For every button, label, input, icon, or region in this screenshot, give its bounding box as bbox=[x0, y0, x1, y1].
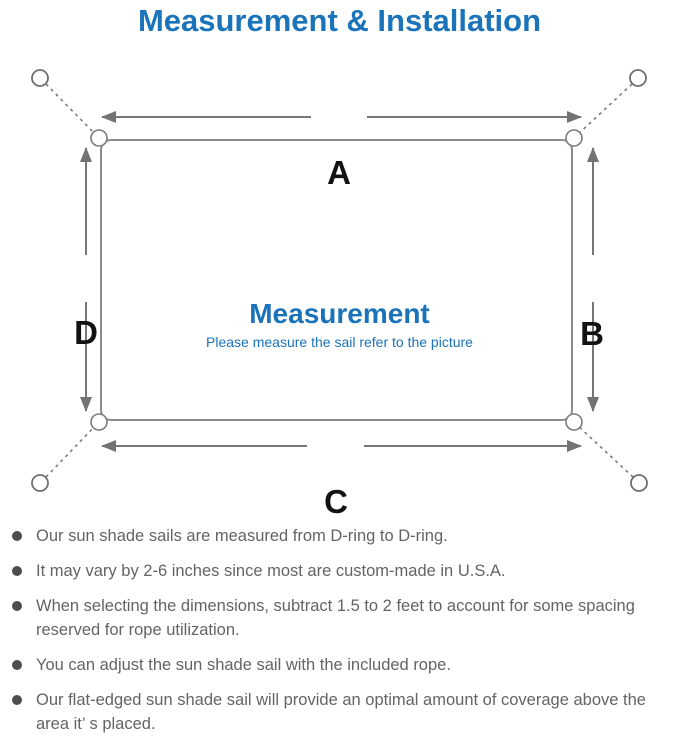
d-ring-bottom-left bbox=[90, 413, 108, 431]
bullet-icon bbox=[12, 601, 22, 611]
note-text: When selecting the dimensions, subtract … bbox=[36, 597, 635, 639]
d-ring-top-right bbox=[565, 129, 583, 147]
anchor-ring-bottom-left bbox=[31, 474, 49, 492]
anchor-ring-top-left bbox=[31, 69, 49, 87]
d-ring-top-left bbox=[90, 129, 108, 147]
dimension-label-c: C bbox=[324, 483, 348, 520]
measurement-diagram: A B C D Measurement Please measure the s… bbox=[0, 55, 679, 520]
list-item: You can adjust the sun shade sail with t… bbox=[12, 653, 675, 677]
rope-top-left bbox=[45, 83, 98, 137]
sail-diagram-graphic bbox=[31, 69, 648, 492]
d-ring-bottom-right bbox=[565, 413, 583, 431]
anchor-rings bbox=[31, 69, 648, 492]
anchor-ring-top-right bbox=[629, 69, 647, 87]
dimension-label-a: A bbox=[327, 154, 351, 191]
dimension-label-b: B bbox=[580, 315, 604, 352]
notes-section: Our sun shade sails are measured from D-… bbox=[0, 524, 679, 739]
sail-outline bbox=[100, 139, 573, 421]
diagram-heading: Measurement bbox=[249, 298, 430, 329]
note-text: It may vary by 2-6 inches since most are… bbox=[36, 562, 506, 580]
notes-list: Our sun shade sails are measured from D-… bbox=[0, 524, 679, 736]
bullet-icon bbox=[12, 531, 22, 541]
bullet-icon bbox=[12, 660, 22, 670]
rope-dashed-lines bbox=[45, 83, 634, 478]
diagram-center-text: Measurement Please measure the sail refe… bbox=[0, 298, 679, 351]
bullet-icon bbox=[12, 695, 22, 705]
rope-bottom-right bbox=[575, 423, 634, 478]
list-item: When selecting the dimensions, subtract … bbox=[12, 594, 675, 642]
rope-bottom-left bbox=[45, 423, 98, 478]
rope-top-right bbox=[575, 83, 633, 137]
list-item: Our sun shade sails are measured from D-… bbox=[12, 524, 675, 548]
dimension-arrows bbox=[80, 111, 599, 452]
bullet-icon bbox=[12, 566, 22, 576]
anchor-ring-bottom-right bbox=[630, 474, 648, 492]
page-title: Measurement & Installation bbox=[137, 3, 542, 38]
note-text: Our sun shade sails are measured from D-… bbox=[36, 527, 448, 545]
list-item: It may vary by 2-6 inches since most are… bbox=[12, 559, 675, 583]
note-text: You can adjust the sun shade sail with t… bbox=[36, 656, 451, 674]
list-item: Our flat-edged sun shade sail will provi… bbox=[12, 688, 675, 736]
corner-d-rings bbox=[90, 129, 583, 431]
dimension-label-d: D bbox=[74, 314, 98, 351]
note-text: Our flat-edged sun shade sail will provi… bbox=[36, 691, 646, 733]
diagram-subheading: Please measure the sail refer to the pic… bbox=[206, 334, 473, 350]
